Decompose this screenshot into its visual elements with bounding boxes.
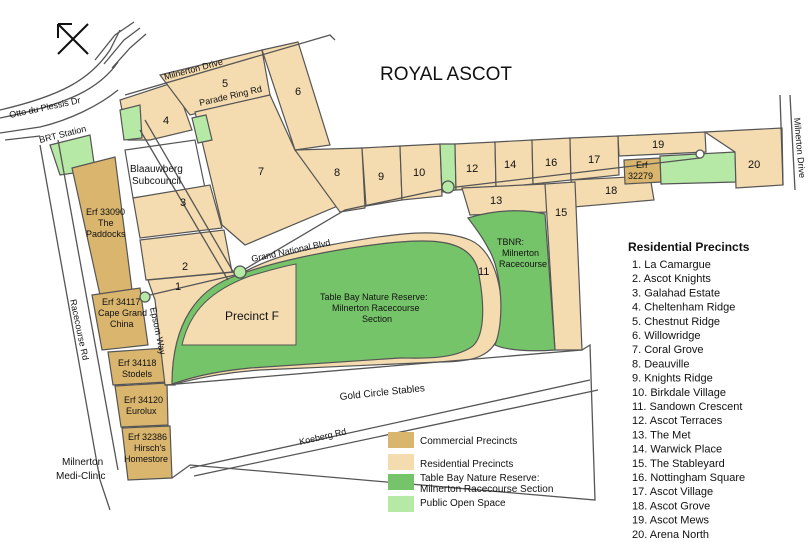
legend-item: 9. Knights Ridge (632, 373, 713, 385)
erf-eurolux-block (114, 382, 169, 428)
legend-item: 4. Cheltenham Ridge (632, 302, 735, 314)
racecourse (171, 210, 556, 385)
precinct-3-block (132, 184, 223, 239)
legend-item: 20. Arena North (632, 529, 709, 541)
north-arrow-icon (57, 23, 89, 55)
key-swatch-commercial (388, 432, 414, 448)
road-lines-northwest (0, 21, 147, 141)
key-label-commercial: Commercial Precincts (420, 436, 517, 447)
legend-item: 7. Coral Grove (632, 344, 704, 356)
precinct-number-19: 19 (652, 139, 664, 151)
precinct-number-10: 10 (413, 167, 425, 179)
legend-title: Residential Precincts (628, 240, 750, 254)
legend-item: 19. Ascot Mews (632, 515, 710, 527)
precinct-number-15: 15 (555, 207, 567, 219)
precinct-number-6: 6 (295, 86, 301, 98)
road-racecourse: Racecourse Rd (68, 298, 91, 361)
legend-item: 18. Ascot Grove (632, 500, 710, 512)
label-precinct-f: Precinct F (225, 309, 279, 323)
precinct-number-2: 2 (182, 261, 188, 273)
precinct-number-12: 12 (466, 163, 478, 175)
legend-item: 12. Ascot Terraces (632, 415, 723, 427)
precinct-number-11: 11 (478, 266, 489, 278)
erf-cape-grand-block (91, 287, 149, 351)
precinct-6-block (261, 41, 331, 151)
precinct-number-20: 20 (748, 159, 760, 171)
open-space-4 (119, 104, 143, 141)
legend-item: 1. La Camargue (632, 259, 711, 271)
precinct-number-13: 13 (490, 195, 502, 207)
precinct-10-block (399, 143, 443, 201)
map-key: Commercial Precincts Residential Precinc… (388, 432, 553, 512)
legend-items: 1. La Camargue 2. Ascot Knights 3. Galahad… (632, 259, 745, 541)
road-koeberg: Koeberg Rd (298, 426, 347, 447)
precinct-8-block (293, 147, 366, 213)
open-space-7 (191, 114, 213, 144)
road-otto-du-plessis: Otto du Plessis Dr (8, 95, 81, 120)
roundabout-southwest (139, 291, 151, 303)
key-swatch-residential (388, 454, 414, 470)
precinct-number-1: 1 (175, 281, 181, 293)
roundabouts (139, 149, 705, 303)
reserve-east (467, 210, 556, 352)
precinct-blocks (49, 41, 784, 481)
precinct-number-14: 14 (504, 159, 516, 171)
legend-item: 2. Ascot Knights (632, 273, 711, 285)
key-swatch-reserve (388, 474, 414, 490)
legend-residential-precincts: Residential Precincts 1. La Camargue 2. A… (628, 240, 750, 541)
map-title: ROYAL ASCOT (380, 64, 512, 85)
precinct-number-7: 7 (258, 166, 264, 178)
roundabout-mid (441, 180, 455, 194)
legend-item: 10. Birkdale Village (632, 387, 726, 399)
key-swatch-open-space (388, 496, 414, 512)
roundabout-east (695, 149, 705, 159)
legend-item: 15. The Stableyard (632, 458, 725, 470)
precinct-number-16: 16 (545, 157, 557, 169)
legend-item: 16. Nottingham Square (632, 472, 745, 484)
precinct-f-block (181, 263, 297, 346)
roundabout-west (233, 265, 247, 279)
key-label-reserve: Table Bay Nature Reserve:Milnerton Racec… (420, 473, 553, 495)
legend-item: 8. Deauville (632, 358, 689, 370)
precinct-number-18: 18 (605, 185, 617, 197)
precinct-number-9: 9 (378, 171, 384, 183)
legend-item: 14. Warwick Place (632, 444, 722, 456)
precinct-13-block (461, 183, 549, 216)
legend-item: 13. The Met (632, 429, 691, 441)
precinct-numbers: 1 2 3 4 5 6 7 8 9 10 11 12 13 14 15 16 1… (163, 78, 760, 293)
legend-item: 17. Ascot Village (632, 486, 713, 498)
label-tbnr-main: Table Bay Nature Reserve:Milnerton Racec… (320, 292, 428, 324)
legend-item: 6. Willowridge (632, 330, 700, 342)
precinct-number-17: 17 (588, 154, 600, 166)
precinct-20-block (703, 127, 784, 189)
legend-item: 3. Galahad Estate (632, 287, 720, 299)
key-label-residential: Residential Precincts (420, 459, 513, 470)
precinct-number-4: 4 (163, 115, 169, 127)
legend-item: 5. Chestnut Ridge (632, 316, 720, 328)
precinct-number-3: 3 (180, 197, 186, 209)
precinct-19-block (617, 131, 707, 157)
label-gold-circle: Gold Circle Stables (339, 383, 425, 403)
precinct-number-8: 8 (334, 167, 340, 179)
key-label-open-space: Public Open Space (420, 498, 506, 509)
legend-item: 11. Sandown Crescent (632, 401, 742, 413)
precinct-number-5: 5 (222, 78, 228, 90)
